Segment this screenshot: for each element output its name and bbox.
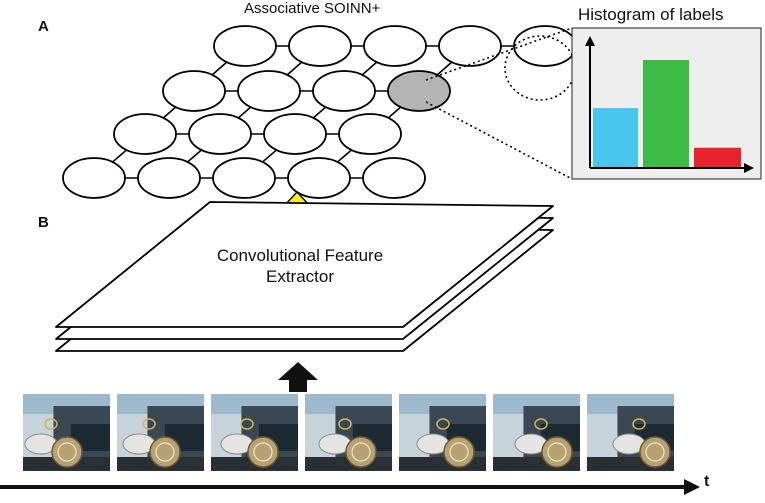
video-frame [587, 394, 674, 471]
video-frame [305, 394, 392, 471]
frame-object [247, 436, 279, 468]
feature-extractor-label-line2: Extractor [265, 267, 335, 286]
histogram-title: Histogram of labels [578, 5, 724, 24]
video-frame [211, 394, 298, 471]
soinn-node [338, 113, 402, 155]
video-frame [23, 394, 110, 471]
soinn-node [212, 157, 276, 199]
feature-extractor-label: Convolutional Feature Extractor [195, 245, 405, 287]
frame-object-pattern [449, 442, 469, 462]
zoom-line-bottom [425, 101, 573, 180]
black-up-arrow-icon [278, 362, 318, 392]
frame-ring [534, 418, 548, 430]
soinn-node [137, 157, 201, 199]
frame-ring [44, 418, 58, 430]
panel-label-a: A [38, 18, 49, 35]
frame-ring [142, 418, 156, 430]
frame-object [443, 436, 475, 468]
frame-object-pattern [645, 442, 665, 462]
time-axis-label: t [704, 473, 710, 490]
frame-object [51, 436, 83, 468]
soinn-node-highlighted [387, 70, 451, 112]
soinn-node [162, 70, 226, 112]
histogram-y-arrowhead [585, 36, 595, 46]
soinn-node [513, 25, 577, 67]
video-frame [117, 394, 204, 471]
frame-object [639, 436, 671, 468]
soinn-node [213, 25, 277, 67]
black-arrow-shape [278, 362, 318, 392]
feature-layer [55, 201, 554, 328]
frame-object [541, 436, 573, 468]
soinn-node [362, 157, 426, 199]
video-frames [23, 394, 674, 471]
soinn-node [263, 113, 327, 155]
soinn-network [62, 25, 577, 199]
histogram-panel [571, 27, 762, 180]
feature-extractor-label-line1: Convolutional Feature [216, 246, 384, 265]
soinn-node [288, 25, 352, 67]
soinn-title: Associative SOINN+ [244, 0, 381, 17]
feature-extractor-layers [55, 201, 554, 352]
frame-object-pattern [155, 442, 175, 462]
soinn-node [113, 113, 177, 155]
soinn-node [287, 157, 351, 199]
soinn-node [62, 157, 126, 199]
soinn-node [363, 25, 427, 67]
frame-object-pattern [57, 442, 77, 462]
frame-object [149, 436, 181, 468]
histogram-bar [593, 108, 638, 167]
histogram-bar [694, 147, 741, 167]
video-frame [493, 394, 580, 471]
time-axis-arrowhead [684, 479, 700, 495]
panel-label-b: B [38, 214, 49, 231]
video-frame [399, 394, 486, 471]
soinn-node [237, 70, 301, 112]
histogram-x-arrowhead [744, 163, 754, 173]
frame-ring [338, 418, 352, 430]
soinn-node [438, 25, 502, 67]
time-axis [0, 479, 700, 495]
frame-object-pattern [351, 442, 371, 462]
soinn-node [188, 113, 252, 155]
histogram-bar [643, 60, 689, 167]
soinn-node [312, 70, 376, 112]
frame-object-pattern [253, 442, 273, 462]
frame-object-pattern [547, 442, 567, 462]
frame-ring [632, 418, 646, 430]
frame-object [345, 436, 377, 468]
frame-ring [240, 418, 254, 430]
zoom-line-top [425, 27, 573, 81]
frame-ring [436, 418, 450, 430]
